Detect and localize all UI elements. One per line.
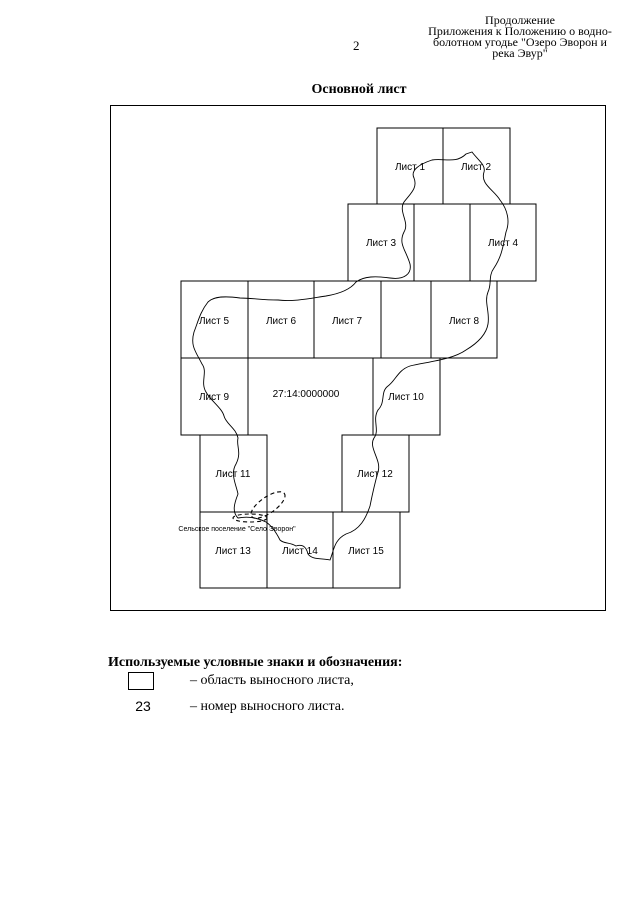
header-line: Продолжение: [485, 13, 555, 27]
sheet-label: Лист 8: [449, 316, 480, 327]
legend-title: Используемые условные знаки и обозначени…: [108, 655, 403, 670]
page-number: 2: [353, 38, 360, 53]
map-frame: [110, 105, 606, 611]
sheet-label: Лист 11: [216, 469, 251, 480]
header-line: Приложения к Положению о водно-: [428, 24, 612, 38]
legend-sheet-area-symbol: [128, 672, 154, 690]
sheet-cell-blank: [413, 203, 471, 282]
sheet-cell-blank: [380, 280, 432, 359]
sheet-label: Лист 7: [332, 316, 363, 327]
sheet-label: Лист 10: [388, 392, 424, 403]
sheet-label: Лист 5: [199, 316, 230, 327]
sheet-label: Лист 9: [199, 392, 230, 403]
header-line: болотном угодье "Озеро Эворон и: [433, 35, 607, 49]
sheet-label: Лист 4: [488, 238, 519, 249]
legend-sheet-number-sample: 23: [135, 698, 151, 714]
cadastral-number: 27:14:0000000: [273, 389, 340, 400]
header-line: река Эвур": [492, 46, 548, 60]
sheet-label: Лист 14: [282, 546, 318, 557]
sheet-label: Лист 13: [215, 546, 251, 557]
settlement-outline: [232, 513, 268, 523]
sheet-label: Лист 1: [395, 162, 426, 173]
sheet-cell-8: [430, 280, 498, 359]
legend-text: – номер выносного листа.: [190, 699, 345, 714]
sheet-label: Лист 2: [461, 162, 492, 173]
sheet-label: Лист 12: [357, 469, 393, 480]
sheet-label: Лист 3: [366, 238, 397, 249]
wetland-boundary: [192, 151, 509, 561]
main-title: Основной лист: [311, 82, 407, 97]
settlement-outline: [250, 491, 286, 519]
header-note: Продолжение Приложения к Положению о вод…: [420, 13, 620, 60]
sheet-label: Лист 6: [266, 316, 297, 327]
settlement-label: Сельское поселение "Село Эворон": [178, 526, 296, 533]
legend-text: – область выносного листа,: [190, 673, 354, 688]
sheet-label: Лист 15: [348, 546, 384, 557]
